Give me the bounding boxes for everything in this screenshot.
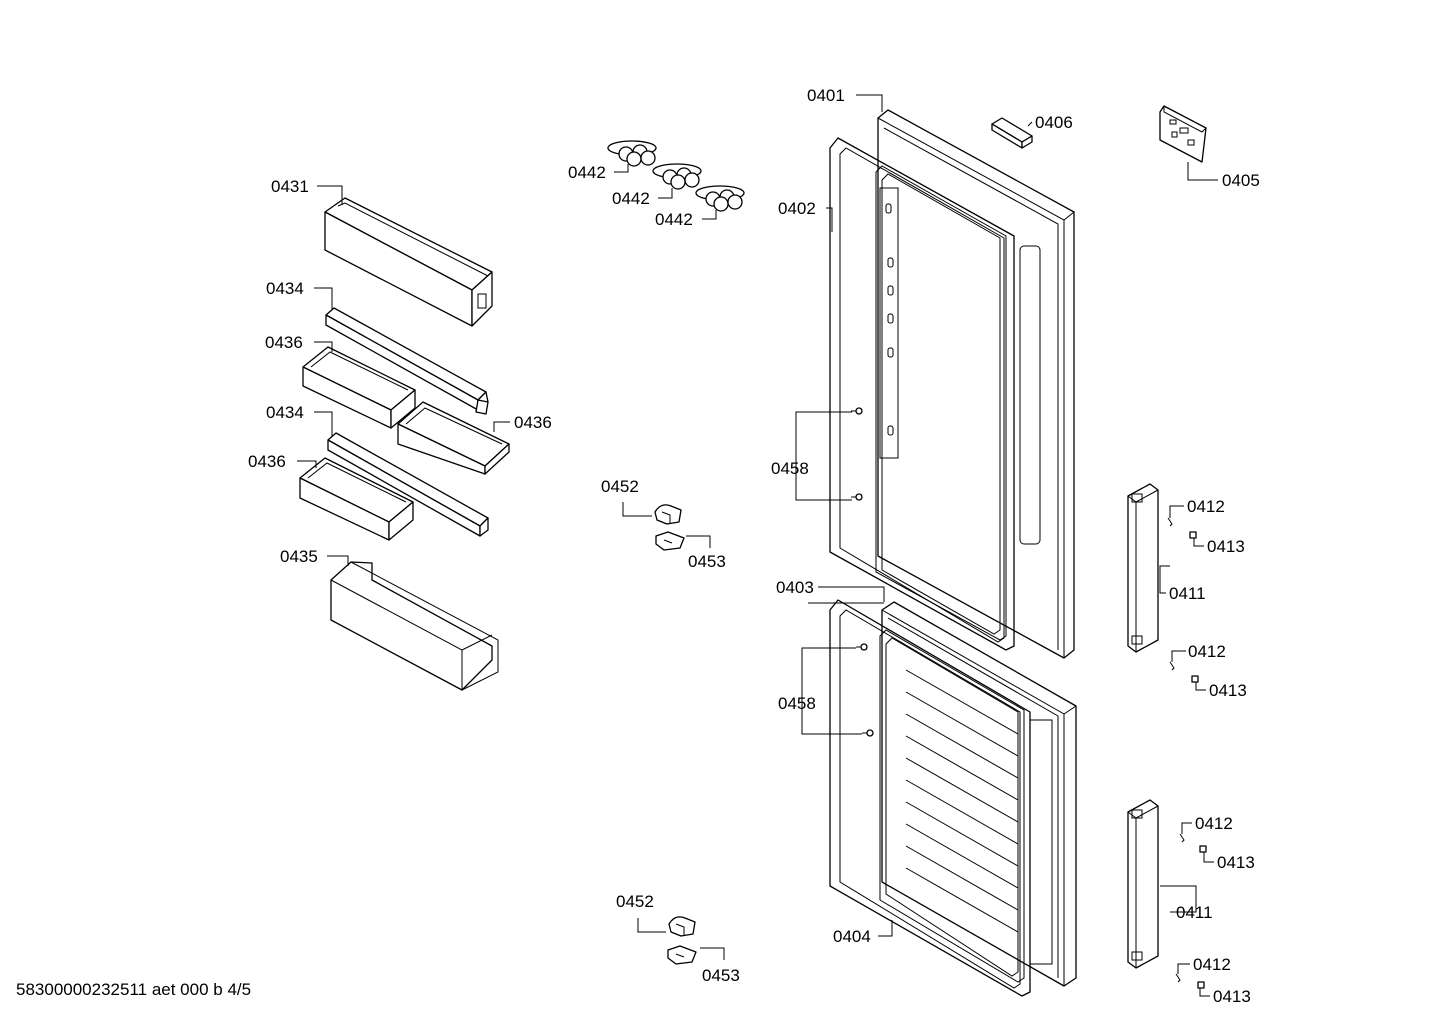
label-0406: 0406 (1035, 113, 1073, 132)
part-0442-egg-tray-1 (607, 140, 657, 167)
label-0458-upper: 0458 (771, 459, 809, 478)
part-0434-upper-rail (325, 307, 489, 415)
part-0453-hinge-cover-upper (655, 531, 685, 551)
label-0435: 0435 (280, 547, 318, 566)
part-0404-lower-door-gasket (829, 599, 1031, 997)
label-0412-d: 0412 (1193, 955, 1231, 974)
part-0412-0413-fasteners (1167, 517, 1207, 989)
label-0413-c: 0413 (1217, 853, 1255, 872)
part-0436-tray-c (299, 457, 414, 541)
part-0405-control-board (1159, 105, 1207, 163)
label-0436-upper: 0436 (265, 333, 303, 352)
label-0412-c: 0412 (1195, 814, 1233, 833)
part-0434-lower-rail (327, 432, 489, 537)
label-0452-upper: 0452 (601, 477, 639, 496)
label-0403: 0403 (776, 578, 814, 597)
label-0411-lower: 0411 (1176, 903, 1213, 922)
label-0431: 0431 (271, 177, 309, 196)
part-0442-egg-tray-3 (695, 185, 745, 212)
part-0411-handle-upper (1127, 483, 1159, 653)
part-0458-screws-upper (851, 407, 863, 501)
part-0453-hinge-cover-lower (667, 945, 697, 965)
label-0442-c: 0442 (655, 210, 693, 229)
part-0436-tray-a (302, 346, 416, 429)
label-0402: 0402 (778, 199, 816, 218)
label-0453-upper: 0453 (688, 552, 726, 571)
label-0404: 0404 (833, 927, 871, 946)
label-0412-a: 0412 (1187, 497, 1225, 516)
leader-lines (297, 94, 1218, 997)
label-0442-b: 0442 (612, 189, 650, 208)
part-0452-hinge-upper (654, 504, 682, 525)
label-0413-d: 0413 (1213, 987, 1251, 1006)
part-0411-handle-lower (1127, 799, 1159, 969)
part-0406-cover-strip (991, 117, 1033, 149)
part-0431-dairy-compartment (324, 197, 493, 327)
label-0413-b: 0413 (1209, 681, 1247, 700)
document-id-footer: 58300000232511 aet 000 b 4/5 (16, 980, 252, 999)
part-labels: 0431 0434 0436 0434 0436 0436 0435 0442 … (248, 86, 1260, 1006)
label-0434-upper: 0434 (266, 279, 304, 298)
part-0452-hinge-lower (668, 916, 696, 937)
label-0436-right: 0436 (514, 413, 552, 432)
label-0453-lower: 0453 (702, 966, 740, 985)
label-0458-lower: 0458 (778, 694, 816, 713)
label-0401: 0401 (807, 86, 845, 105)
label-0442-a: 0442 (568, 163, 606, 182)
part-0442-egg-tray-2 (652, 163, 702, 190)
part-0403-lower-door (881, 601, 1077, 987)
part-0458-screws-lower (856, 643, 874, 737)
label-0412-b: 0412 (1188, 642, 1226, 661)
label-0411-upper: 0411 (1169, 584, 1206, 603)
label-0405: 0405 (1222, 171, 1260, 190)
part-0436-tray-b (397, 401, 510, 475)
label-0434-lower: 0434 (266, 403, 304, 422)
part-0402-upper-door-gasket (829, 137, 1015, 651)
label-0413-a: 0413 (1207, 537, 1245, 556)
part-0401-upper-door (877, 109, 1075, 659)
part-0435-bottle-shelf (330, 561, 499, 691)
label-0436-lower: 0436 (248, 452, 286, 471)
label-0452-lower: 0452 (616, 892, 654, 911)
